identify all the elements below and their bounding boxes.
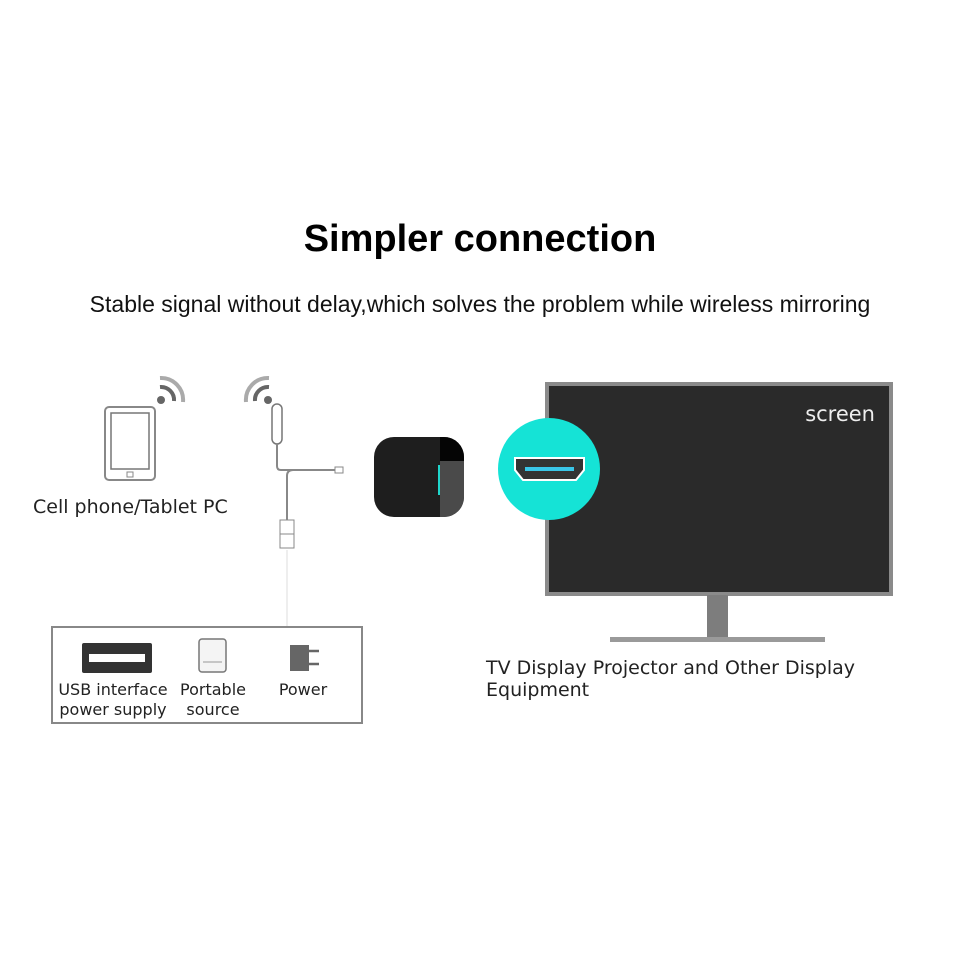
- source-device-label: Cell phone/Tablet PC: [33, 496, 228, 518]
- screen-text: screen: [805, 402, 875, 426]
- display-label: TV Display Projector and Other Display E…: [486, 657, 856, 701]
- power-option-wall: Power: [263, 680, 343, 700]
- usb-port-icon: [82, 643, 152, 673]
- power-option-label: power supply: [59, 700, 167, 719]
- power-option-label: Portable: [180, 680, 246, 699]
- page-subtitle: Stable signal without delay,which solves…: [89, 291, 871, 317]
- hdmi-port-icon: [514, 457, 585, 481]
- hdmi-badge: [498, 418, 600, 520]
- power-option-label: USB interface: [58, 680, 168, 699]
- power-option-usb: USB interface power supply: [57, 680, 169, 720]
- wall-plug-icon: [290, 645, 319, 671]
- tv-stand-base: [610, 637, 825, 642]
- power-option-label: source: [186, 700, 240, 719]
- power-options-box: USB interface power supply Portable sour…: [51, 626, 363, 724]
- power-option-portable: Portable source: [171, 680, 255, 720]
- dongle-logo: [440, 437, 464, 461]
- power-option-label: Power: [278, 680, 328, 699]
- tablet-icon: [104, 375, 186, 481]
- usb-cable-icon: [243, 375, 344, 626]
- wireless-display-dongle: [374, 437, 464, 517]
- power-bank-icon: [198, 638, 227, 673]
- dongle-led: [438, 465, 440, 495]
- tv-stand-neck: [707, 595, 728, 639]
- wifi-icon: [157, 375, 186, 404]
- wifi-icon: [243, 375, 272, 404]
- page-title: Simpler connection: [303, 218, 657, 260]
